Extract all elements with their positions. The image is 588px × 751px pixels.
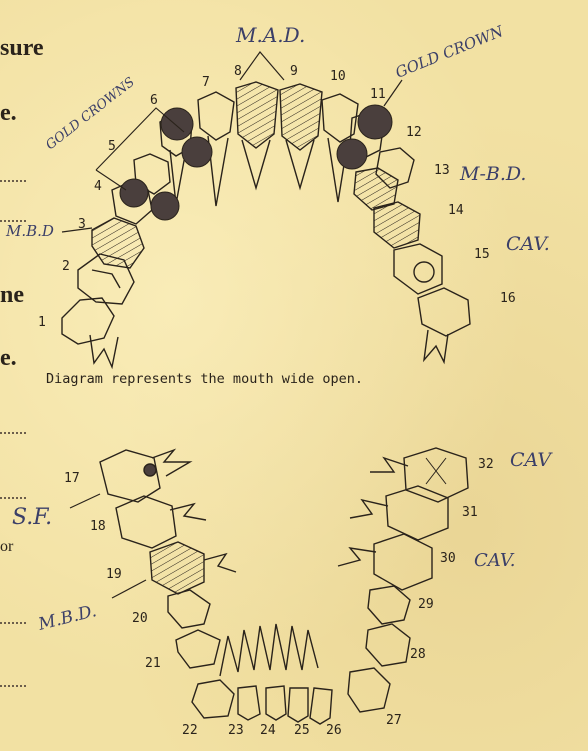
tooth-2-inner	[92, 270, 120, 288]
tooth-16	[418, 288, 470, 336]
tooth-1	[62, 298, 114, 344]
num-2: 2	[62, 259, 70, 274]
crown-6b	[182, 137, 212, 167]
tooth-17-roots	[152, 450, 190, 476]
label-mbd-left-upper: M.B.D	[5, 222, 54, 240]
label-gold-crown-right: GOLD CROWN	[393, 22, 507, 82]
num-4: 4	[94, 179, 102, 194]
lower-incisor-roots	[220, 624, 318, 676]
tooth-29	[368, 586, 410, 624]
tooth-21	[176, 630, 220, 668]
num-17: 17	[64, 471, 80, 486]
num-10: 10	[330, 69, 346, 84]
tooth-22	[192, 680, 234, 718]
num-25: 25	[294, 723, 310, 738]
tooth-17-filling	[144, 464, 156, 476]
num-16: 16	[500, 291, 516, 306]
crown-11	[358, 105, 392, 139]
crown-4	[120, 179, 148, 207]
tooth-26	[310, 688, 332, 724]
tooth-30	[374, 534, 432, 590]
num-6: 6	[150, 93, 158, 108]
tooth-18	[116, 496, 176, 548]
lower-annotations: S.F. M.B.D. CAV CAV.	[12, 449, 553, 635]
crown-12	[337, 139, 367, 169]
sf-pointer	[70, 494, 100, 508]
num-21: 21	[145, 656, 161, 671]
num-29: 29	[418, 597, 434, 612]
tooth-28	[366, 624, 410, 666]
num-26: 26	[326, 723, 342, 738]
mbd-left-pointer	[62, 228, 92, 232]
tooth-15-cavity	[414, 262, 434, 282]
tooth-20	[168, 590, 210, 628]
tooth-32-roots	[370, 458, 408, 472]
num-28: 28	[410, 647, 426, 662]
label-cav-32: CAV	[510, 449, 553, 471]
tooth-19	[150, 542, 204, 594]
num-14: 14	[448, 203, 464, 218]
lower-arch	[100, 448, 468, 724]
num-19: 19	[106, 567, 122, 582]
crown-5	[151, 192, 179, 220]
num-9: 9	[290, 64, 298, 79]
num-27: 27	[386, 713, 402, 728]
num-12: 12	[406, 125, 422, 140]
tooth-7	[198, 92, 234, 140]
mad-pointer	[240, 52, 284, 80]
tooth-24	[266, 686, 286, 720]
num-31: 31	[462, 505, 478, 520]
label-mad: M.A.D.	[235, 23, 305, 47]
num-20: 20	[132, 611, 148, 626]
num-13: 13	[434, 163, 450, 178]
tooth-19-roots	[204, 554, 236, 572]
num-23: 23	[228, 723, 244, 738]
num-1: 1	[38, 315, 46, 330]
upper-annotations: M.A.D. GOLD CROWN GOLD CROWNS M.B.D M-B.…	[5, 22, 550, 255]
label-sf: S.F.	[12, 505, 52, 530]
tooth-30-roots	[338, 548, 376, 566]
tooth-15	[394, 244, 442, 294]
num-30: 30	[440, 551, 456, 566]
label-cav-30: CAV.	[474, 550, 515, 571]
num-24: 24	[260, 723, 276, 738]
tooth-32-cavity	[426, 458, 446, 484]
tooth-3	[92, 218, 144, 268]
num-11: 11	[370, 87, 386, 102]
mbd-lower-pointer	[112, 580, 146, 598]
num-8: 8	[234, 64, 242, 79]
tooth-25	[288, 688, 308, 722]
num-7: 7	[202, 75, 210, 90]
crown-6a	[161, 108, 193, 140]
tooth-23	[238, 686, 260, 720]
tooth-27	[348, 668, 390, 712]
num-5: 5	[108, 139, 116, 154]
num-32: 32	[478, 457, 494, 472]
label-mbd-left-lower: M.B.D.	[35, 601, 98, 635]
tooth-18-roots	[170, 504, 206, 520]
num-22: 22	[182, 723, 198, 738]
num-18: 18	[90, 519, 106, 534]
label-cav-15: CAV.	[506, 233, 550, 255]
tooth-14	[374, 202, 420, 248]
gold-crown-right-pointer	[384, 80, 402, 106]
tooth-8	[236, 82, 278, 148]
num-15: 15	[474, 247, 490, 262]
label-mbd-right-upper: M-B.D.	[459, 163, 526, 185]
tooth-31-roots	[350, 500, 388, 518]
